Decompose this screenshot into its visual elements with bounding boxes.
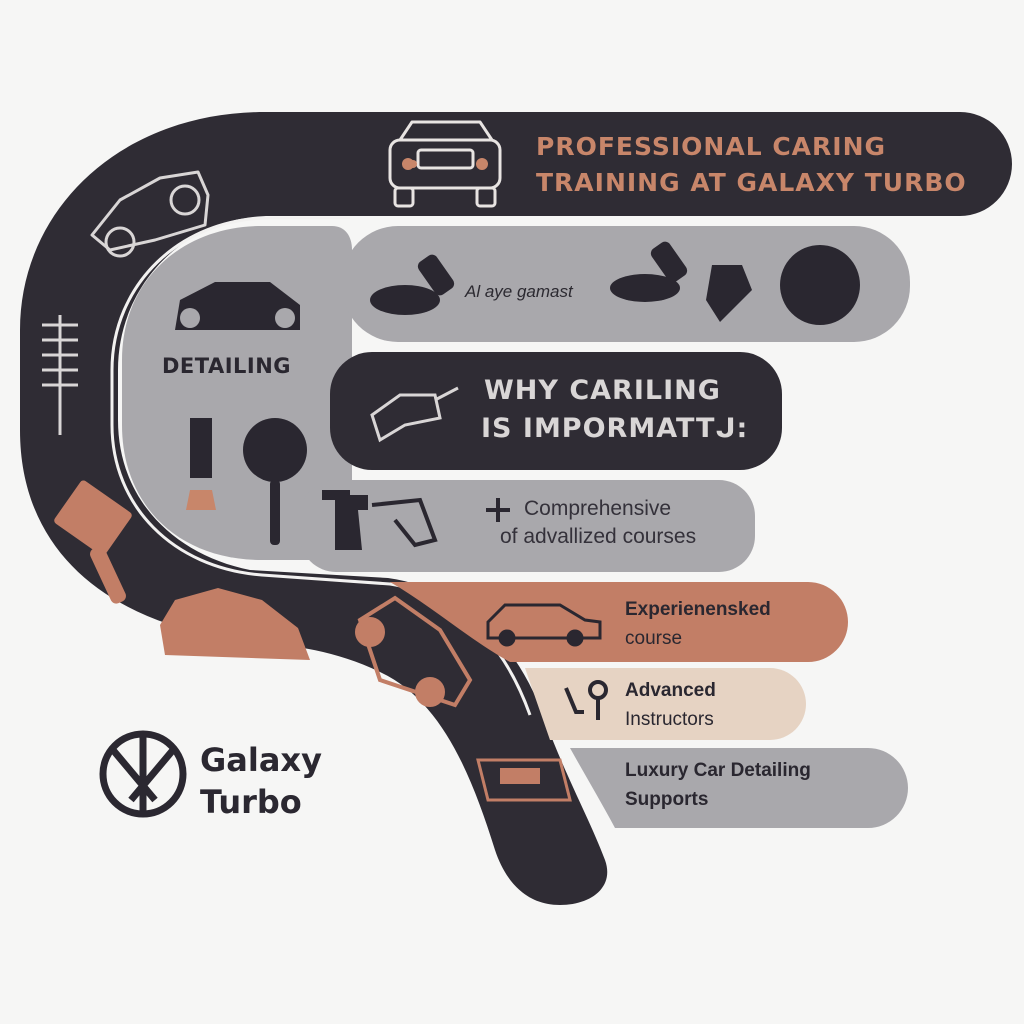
polisher-icon (610, 241, 752, 322)
sedan-icon (160, 588, 310, 660)
suv-icon (90, 170, 210, 258)
spray-wand-icon (370, 386, 459, 443)
plate-icon (476, 758, 572, 802)
tire-brush-icon (42, 315, 78, 435)
car-side-icon (486, 603, 602, 647)
detail-brush-icon (186, 418, 216, 510)
why-line-2: IS IMPORMATTᒍ: (481, 413, 749, 444)
car-front-icon (388, 120, 502, 208)
advanced-line-2: Instructors (625, 709, 714, 730)
toolbox-icon (175, 282, 300, 330)
experienced-line-2: course (625, 628, 683, 649)
advanced-line-1: Advanced (625, 680, 716, 701)
luxury-line-2: Supports (625, 789, 709, 810)
buffer-icon (370, 254, 455, 315)
why-pill (330, 352, 782, 470)
plus-icon (486, 498, 510, 522)
tools-icon (564, 680, 608, 720)
luxury-pill (570, 748, 908, 828)
luxury-line-1: Luxury Car Detailing (625, 760, 811, 781)
wheel-brush-icon (243, 418, 307, 545)
courses-line-1: Comprehensive (524, 497, 672, 520)
paint-brush-icon (54, 480, 132, 604)
advanced-pill (525, 668, 806, 740)
pad-brush-icon (780, 245, 860, 325)
spray-bottle-icon (322, 490, 368, 550)
detailing-label: DETAILING (162, 354, 292, 378)
courses-line-2: of advallized courses (500, 525, 697, 548)
galaxy-logo-icon (99, 730, 187, 818)
brand-line-2: Turbo (200, 783, 302, 821)
hatchback-icon (355, 595, 473, 708)
title-line-2: TRAINING AT GALAXY TURBO (536, 168, 967, 197)
title-line-1: PROFESSIONAL CARING (536, 132, 887, 161)
brand-line-1: Galaxy (200, 741, 322, 779)
foam-gun-icon (371, 497, 438, 548)
courses-pill (300, 480, 755, 572)
dark-band (20, 112, 1012, 905)
tools-caption: Al aye gamast (465, 282, 573, 301)
why-line-1: WHY CARILING (484, 375, 721, 406)
experienced-line-1: Experienensked (625, 599, 771, 620)
